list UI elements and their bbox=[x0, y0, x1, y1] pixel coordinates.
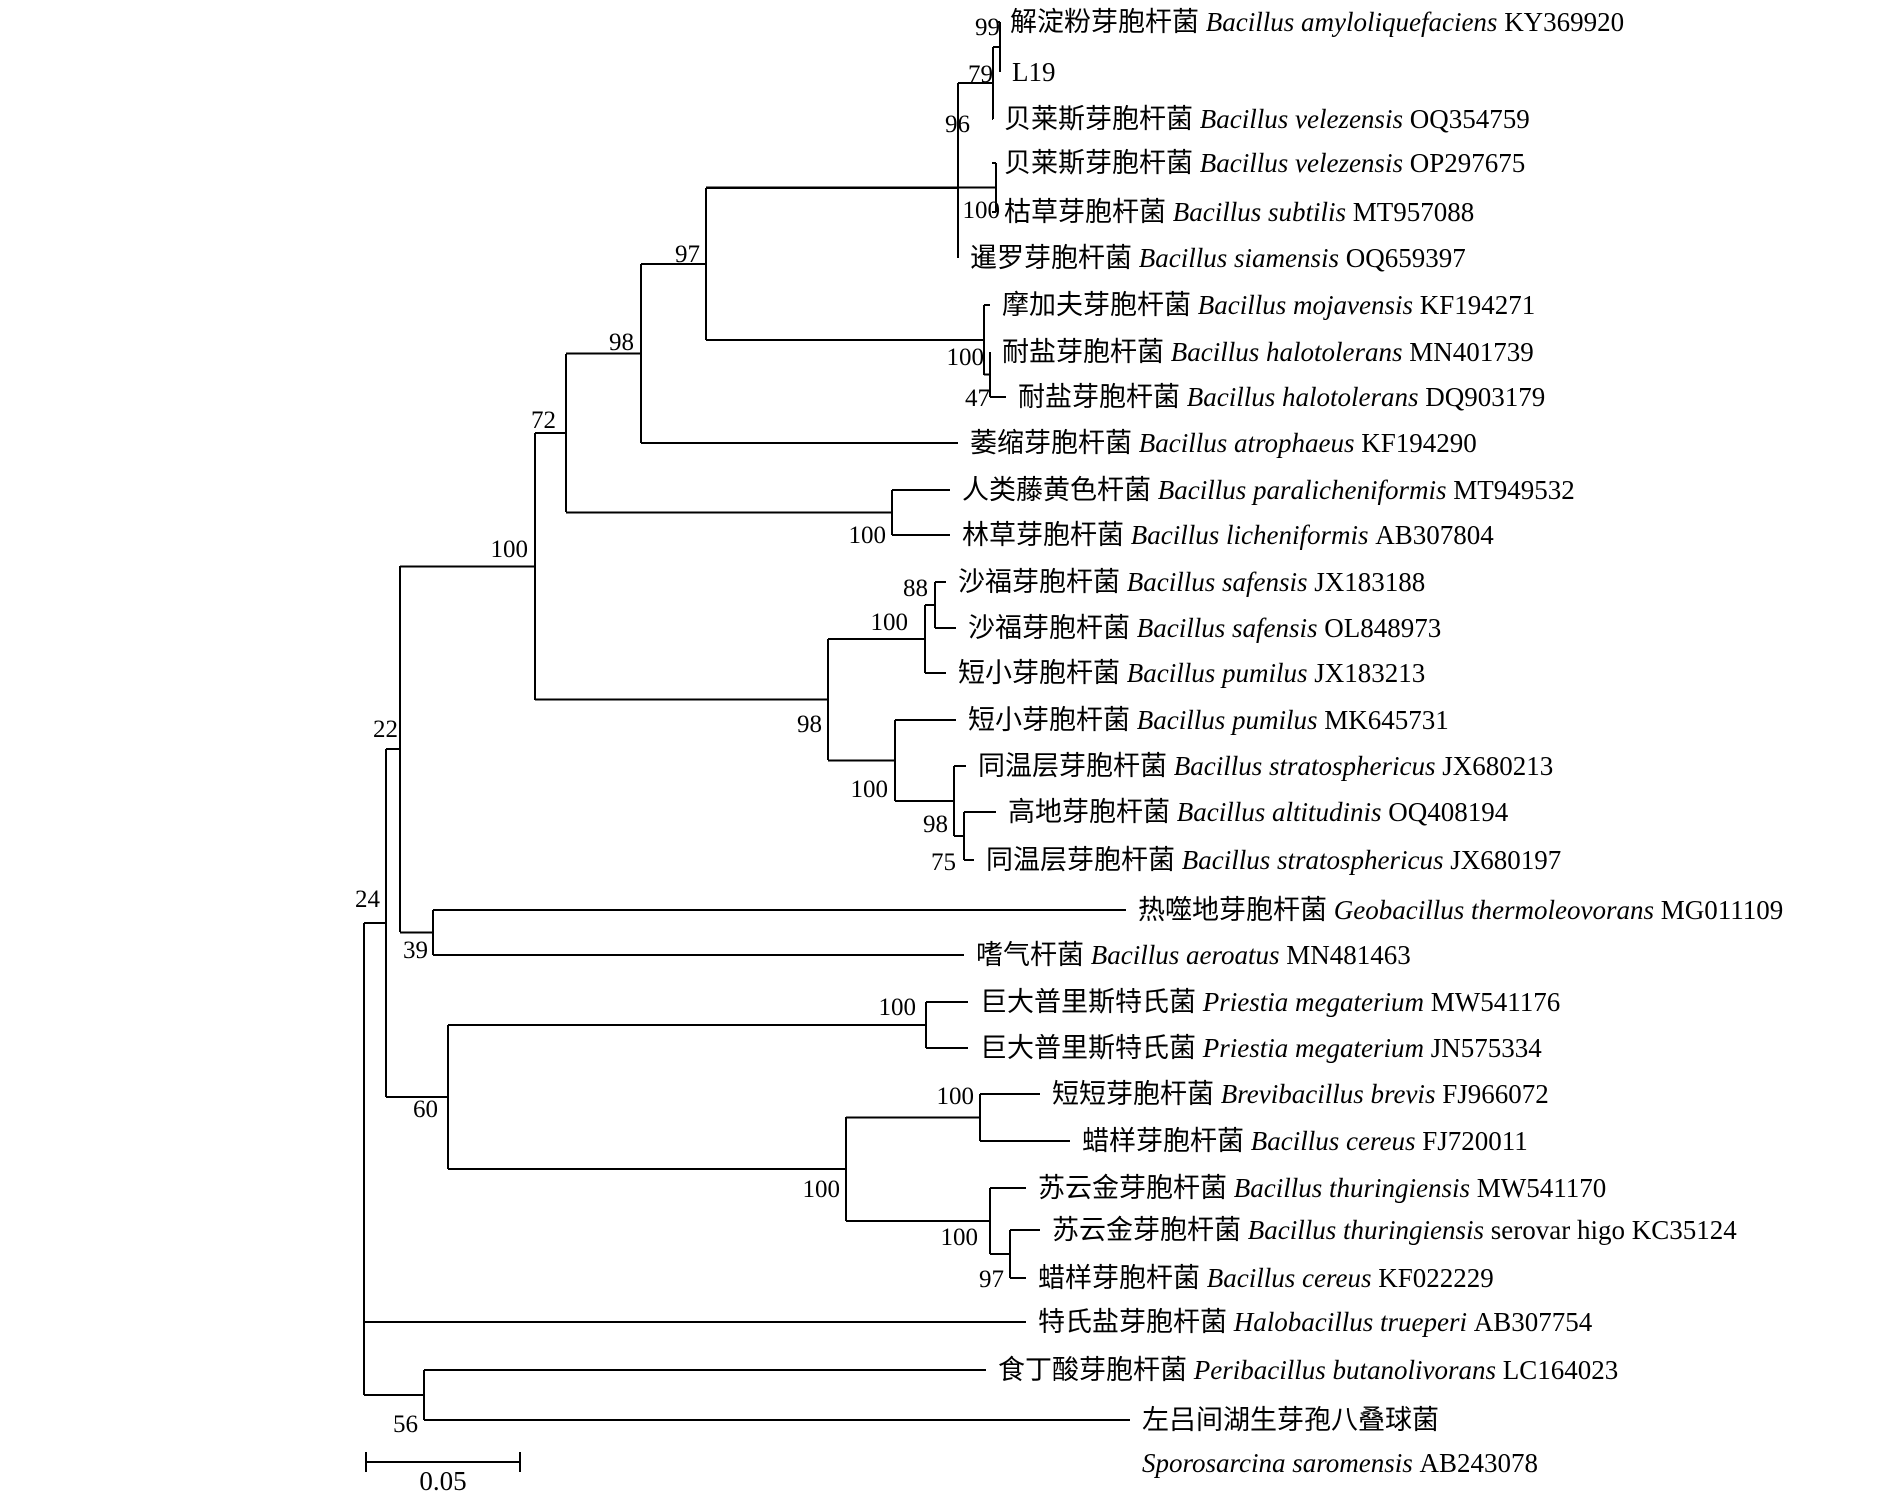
taxon-label: 短小芽胞杆菌 Bacillus pumilus MK645731 bbox=[968, 705, 1449, 735]
bootstrap-label: 39 bbox=[403, 937, 428, 964]
bootstrap-label: 100 bbox=[803, 1176, 841, 1203]
bootstrap-label: 100 bbox=[937, 1083, 975, 1110]
bootstrap-label: 47 bbox=[965, 385, 990, 412]
taxon-label: 高地芽胞杆菌 Bacillus altitudinis OQ408194 bbox=[1008, 797, 1509, 827]
taxon-label: 左吕间湖生芽孢八叠球菌 bbox=[1142, 1405, 1439, 1435]
taxon-label: 林草芽胞杆菌 Bacillus licheniformis AB307804 bbox=[962, 520, 1494, 550]
bootstrap-label: 98 bbox=[797, 711, 822, 738]
bootstrap-label: 97 bbox=[979, 1266, 1004, 1293]
bootstrap-values: 9979100964710097981007288100759810098100… bbox=[355, 14, 1004, 1438]
taxon-label: 蜡样芽胞杆菌 Bacillus cereus FJ720011 bbox=[1082, 1126, 1528, 1156]
bootstrap-label: 22 bbox=[373, 716, 398, 743]
taxon-label: 食丁酸芽胞杆菌 Peribacillus butanolivorans LC16… bbox=[998, 1355, 1618, 1385]
taxon-label: 贝莱斯芽胞杆菌 Bacillus velezensis OQ354759 bbox=[1004, 104, 1530, 134]
taxon-label: 嗜气杆菌 Bacillus aeroatus MN481463 bbox=[976, 940, 1411, 970]
bootstrap-label: 100 bbox=[849, 522, 887, 549]
taxon-label: 沙福芽胞杆菌 Bacillus safensis OL848973 bbox=[968, 613, 1441, 643]
bootstrap-label: 96 bbox=[945, 111, 970, 138]
taxon-label-line2: Sporosarcina saromensis AB243078 bbox=[1142, 1448, 1538, 1478]
taxon-label: 同温层芽胞杆菌 Bacillus stratosphericus JX68019… bbox=[986, 845, 1561, 875]
taxon-label: 特氏盐芽胞杆菌 Halobacillus trueperi AB307754 bbox=[1038, 1307, 1593, 1337]
taxon-label: 暹罗芽胞杆菌 Bacillus siamensis OQ659397 bbox=[970, 243, 1466, 273]
bootstrap-label: 100 bbox=[871, 609, 909, 636]
taxon-label: 枯草芽胞杆菌 Bacillus subtilis MT957088 bbox=[1004, 197, 1474, 227]
taxon-label: L19 bbox=[1012, 57, 1056, 87]
taxon-label: 蜡样芽胞杆菌 Bacillus cereus KF022229 bbox=[1038, 1263, 1494, 1293]
bootstrap-label: 99 bbox=[975, 14, 1000, 41]
taxon-label: 耐盐芽胞杆菌 Bacillus halotolerans MN401739 bbox=[1002, 337, 1534, 367]
bootstrap-label: 100 bbox=[963, 197, 1001, 224]
bootstrap-label: 100 bbox=[947, 344, 985, 371]
bootstrap-label: 72 bbox=[531, 407, 556, 434]
bootstrap-label: 100 bbox=[851, 776, 889, 803]
taxon-label: 热噬地芽胞杆菌 Geobacillus thermoleovorans MG01… bbox=[1138, 895, 1783, 925]
bootstrap-label: 75 bbox=[931, 849, 956, 876]
taxon-label: 耐盐芽胞杆菌 Bacillus halotolerans DQ903179 bbox=[1018, 382, 1545, 412]
taxon-labels: 解淀粉芽胞杆菌 Bacillus amyloliquefaciens KY369… bbox=[958, 7, 1783, 1478]
bootstrap-label: 98 bbox=[923, 811, 948, 838]
taxon-label: 巨大普里斯特氏菌 Priestia megaterium MW541176 bbox=[980, 987, 1560, 1017]
taxon-label: 人类藤黄色杆菌 Bacillus paralicheniformis MT949… bbox=[962, 475, 1575, 505]
bootstrap-label: 100 bbox=[879, 994, 917, 1021]
bootstrap-label: 79 bbox=[968, 61, 993, 88]
bootstrap-label: 100 bbox=[941, 1224, 979, 1251]
bootstrap-label: 56 bbox=[393, 1411, 418, 1438]
bootstrap-label: 100 bbox=[491, 536, 529, 563]
scale-bar: 0.05 bbox=[365, 1452, 521, 1491]
taxon-label: 萎缩芽胞杆菌 Bacillus atrophaeus KF194290 bbox=[970, 428, 1477, 458]
bootstrap-label: 97 bbox=[675, 241, 700, 268]
taxon-label: 苏云金芽胞杆菌 Bacillus thuringiensis MW541170 bbox=[1038, 1173, 1606, 1203]
bootstrap-label: 24 bbox=[355, 886, 381, 913]
taxon-label: 摩加夫芽胞杆菌 Bacillus mojavensis KF194271 bbox=[1002, 290, 1535, 320]
tree-branches bbox=[363, 21, 1130, 1421]
bootstrap-label: 88 bbox=[903, 575, 928, 602]
taxon-label: 苏云金芽胞杆菌 Bacillus thuringiensis serovar h… bbox=[1052, 1215, 1737, 1245]
taxon-label: 短小芽胞杆菌 Bacillus pumilus JX183213 bbox=[958, 658, 1425, 688]
bootstrap-label: 98 bbox=[609, 329, 634, 356]
taxon-label: 贝莱斯芽胞杆菌 Bacillus velezensis OP297675 bbox=[1004, 148, 1525, 178]
taxon-label: 巨大普里斯特氏菌 Priestia megaterium JN575334 bbox=[980, 1033, 1542, 1063]
taxon-label: 短短芽胞杆菌 Brevibacillus brevis FJ966072 bbox=[1052, 1079, 1549, 1109]
bootstrap-label: 60 bbox=[413, 1096, 438, 1123]
taxon-label: 同温层芽胞杆菌 Bacillus stratosphericus JX68021… bbox=[978, 751, 1553, 781]
taxon-label: 沙福芽胞杆菌 Bacillus safensis JX183188 bbox=[958, 567, 1425, 597]
taxon-label: 解淀粉芽胞杆菌 Bacillus amyloliquefaciens KY369… bbox=[1010, 7, 1624, 37]
scale-bar-label: 0.05 bbox=[419, 1466, 466, 1491]
